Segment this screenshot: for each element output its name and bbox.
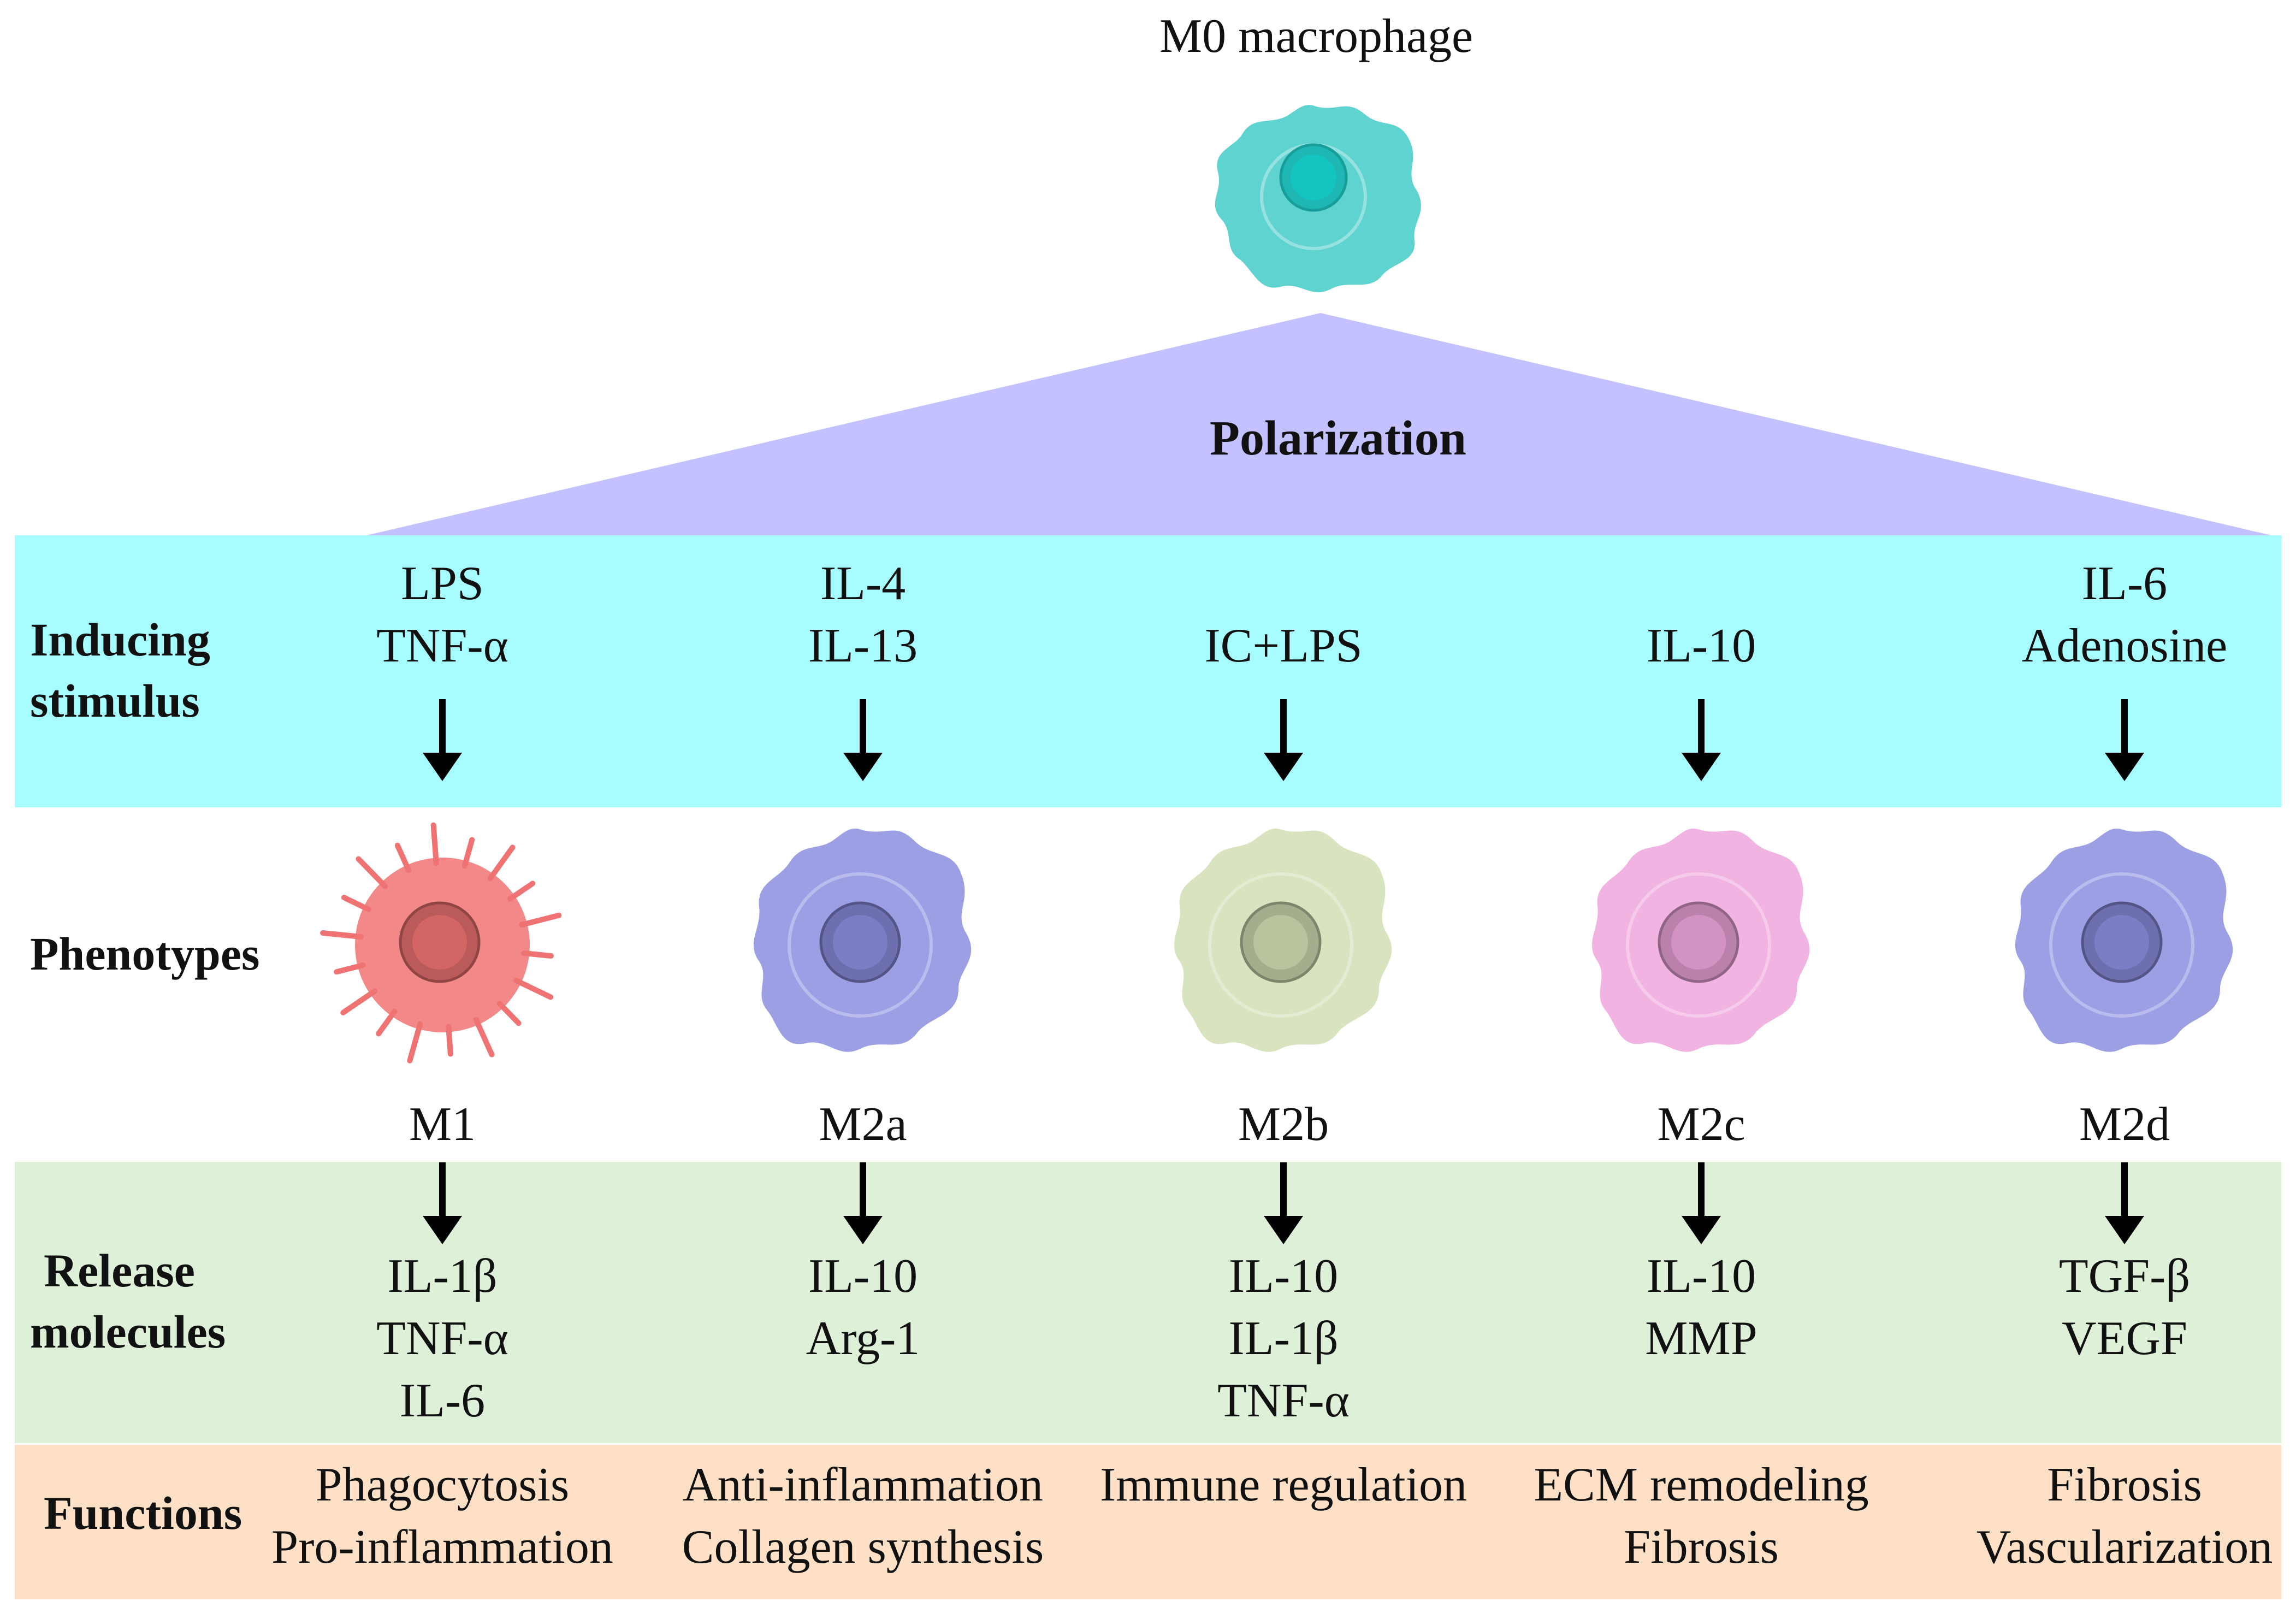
phenotype-label-m2c: M2c <box>1657 1098 1745 1151</box>
stimulus-arrow-m2b <box>1280 699 1287 759</box>
functions-m2b: Immune regulation <box>1038 1454 1529 1516</box>
functions-m2b-line: Immune regulation <box>1099 1458 1467 1511</box>
row-label-inducing-line2: stimulus <box>30 675 200 727</box>
stimulus-m2d-line: IL-6 <box>2081 557 2168 610</box>
row-label-functions: Functions <box>44 1487 242 1539</box>
phenotype-label-m2d: M2d <box>2079 1098 2170 1151</box>
release-m2a-line: IL-10 <box>808 1250 918 1303</box>
functions-band <box>15 1445 2281 1599</box>
stimulus-arrow-m2c <box>1698 699 1705 759</box>
release-arrow-m2a <box>860 1162 866 1222</box>
functions-m1-line: Phagocytosis <box>315 1458 570 1511</box>
inducing-stimulus-band <box>15 535 2281 807</box>
stimulus-m1-line: TNF-α <box>376 619 508 672</box>
release-m1-line: IL-6 <box>399 1374 486 1427</box>
macrophage-icon <box>753 828 972 1052</box>
functions-m2a-line: Collagen synthesis <box>682 1521 1044 1574</box>
macrophage-icon <box>1174 828 1392 1052</box>
release-arrow-m2c <box>1698 1162 1705 1222</box>
release-molecules-band <box>15 1162 2281 1443</box>
m0-title: M0 macrophage <box>1159 10 1474 63</box>
stimulus-m2b-line: IC+LPS <box>1204 619 1363 672</box>
stimulus-m1: LPS TNF-α <box>197 553 688 677</box>
release-m2b-line: TNF-α <box>1217 1374 1350 1427</box>
row-label-inducing-line1: Inducing <box>30 613 210 666</box>
release-arrow-m2d <box>2121 1162 2128 1222</box>
release-m1-line: IL-1β <box>387 1250 498 1303</box>
functions-m1-line: Pro-inflammation <box>271 1521 613 1574</box>
stimulus-arrow-m2a <box>860 699 866 759</box>
release-m2c-line: IL-10 <box>1646 1250 1756 1303</box>
stimulus-m2d-line: Adenosine <box>2021 619 2228 672</box>
polarization-label: Polarization <box>1210 411 1466 465</box>
release-m2d-line: VEGF <box>2062 1312 2187 1365</box>
stimulus-m1-line: LPS <box>401 557 484 610</box>
m0-macrophage-icon <box>1215 105 1421 293</box>
phenotype-label-m2b: M2b <box>1238 1098 1329 1151</box>
phenotype-label-m2a: M2a <box>819 1098 907 1151</box>
row-label-release-line1: Release <box>44 1244 195 1297</box>
stimulus-arrow-m1 <box>439 699 446 759</box>
phenotype-label-m1: M1 <box>409 1098 476 1151</box>
functions-m2d-line: Fibrosis <box>2047 1458 2202 1511</box>
row-label-phenotypes: Phenotypes <box>30 927 260 980</box>
functions-m2c-line: ECM remodeling <box>1534 1458 1869 1511</box>
row-label-release-line2: molecules <box>30 1305 226 1358</box>
release-arrow-m2b <box>1280 1162 1287 1222</box>
release-m2b-line: IL-1β <box>1228 1312 1339 1365</box>
release-m2d-line: TGF-β <box>2058 1250 2191 1303</box>
spiky-cell-icon <box>320 822 562 1063</box>
release-m2b-line: IL-10 <box>1228 1250 1339 1303</box>
release-m2a-line: Arg-1 <box>806 1312 920 1365</box>
macrophage-icon <box>2015 828 2233 1052</box>
functions-m2c-line: Fibrosis <box>1624 1521 1779 1574</box>
stimulus-m2a-line: IL-13 <box>808 619 918 672</box>
stimulus-m2b: IC+LPS <box>1038 615 1529 677</box>
row-label-release-molecules: Release molecules <box>30 1240 226 1362</box>
release-m2c-line: MMP <box>1645 1312 1757 1365</box>
stimulus-m2c-line: IL-10 <box>1646 619 1756 672</box>
release-arrow-m1 <box>439 1162 446 1222</box>
functions-m2a-line: Anti-inflammation <box>683 1458 1043 1511</box>
stimulus-arrow-m2d <box>2121 699 2128 759</box>
release-m1-line: TNF-α <box>376 1312 508 1365</box>
stimulus-m2c: IL-10 <box>1455 615 1947 677</box>
polarization-triangle <box>355 313 2283 538</box>
functions-m2d-line: Vascularization <box>1976 1521 2273 1574</box>
stimulus-m2a-line: IL-4 <box>820 557 906 610</box>
macrophage-icon <box>1591 828 1810 1052</box>
row-label-inducing-stimulus: Inducing stimulus <box>30 609 210 731</box>
